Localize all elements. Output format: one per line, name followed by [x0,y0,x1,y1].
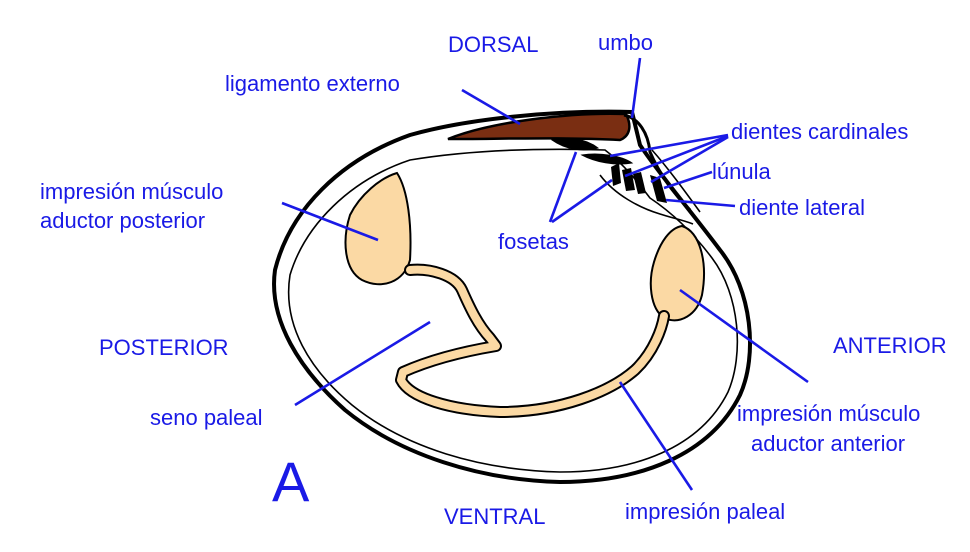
foseta-1 [550,137,600,151]
leader-cardinal-2 [624,134,729,178]
label-diente-lateral: diente lateral [739,195,865,220]
leader-cardinal-3 [650,135,729,184]
label-seno-paleal: seno paleal [150,405,263,430]
label-impresion-paleal: impresión paleal [625,499,786,524]
leader-foseta-1 [548,151,578,223]
umbo-outline [623,113,692,212]
leader-sinus [294,320,431,407]
leader-anterior-scar [679,288,809,384]
foseta-2 [580,153,634,165]
lunula-outline [651,149,701,213]
posterior-adductor-scar [344,171,412,286]
cardinal-tooth-3 [633,172,646,194]
cardinal-tooth-1 [611,163,621,186]
pallial-line-fill [397,265,668,416]
hinge-plate-line [599,174,694,225]
leader-lunula [663,170,713,190]
leader-posterior-scar [281,201,379,242]
label-ligamento-externo: ligamento externo [225,71,400,96]
leader-foseta-2 [551,178,613,224]
label-umbo: umbo [598,30,654,55]
figure-letter: A [272,450,310,513]
label-lunula: lúnula [712,159,771,184]
leader-pallial [618,381,694,491]
label-dientes-cardinales: dientes cardinales [731,119,909,144]
label-dorsal: DORSAL [448,32,539,57]
leader-umbo [630,57,642,119]
leader-cardinal-1 [609,133,729,158]
label-posterior: POSTERIOR [99,335,229,360]
label-anterior: ANTERIOR [833,333,947,358]
label-ventral: VENTRAL [444,504,546,529]
leader-ligament [461,88,521,126]
label-impresion-posterior-line2: aductor posterior [40,208,206,233]
leader-lateral [665,198,736,208]
label-impresion-anterior-line2: aductor anterior [751,431,906,456]
label-fosetas: fosetas [498,229,569,254]
label-impresion-anterior-line1: impresión músculo [737,401,921,426]
label-impresion-posterior-line1: impresión músculo [40,179,224,204]
lateral-tooth [650,175,667,203]
